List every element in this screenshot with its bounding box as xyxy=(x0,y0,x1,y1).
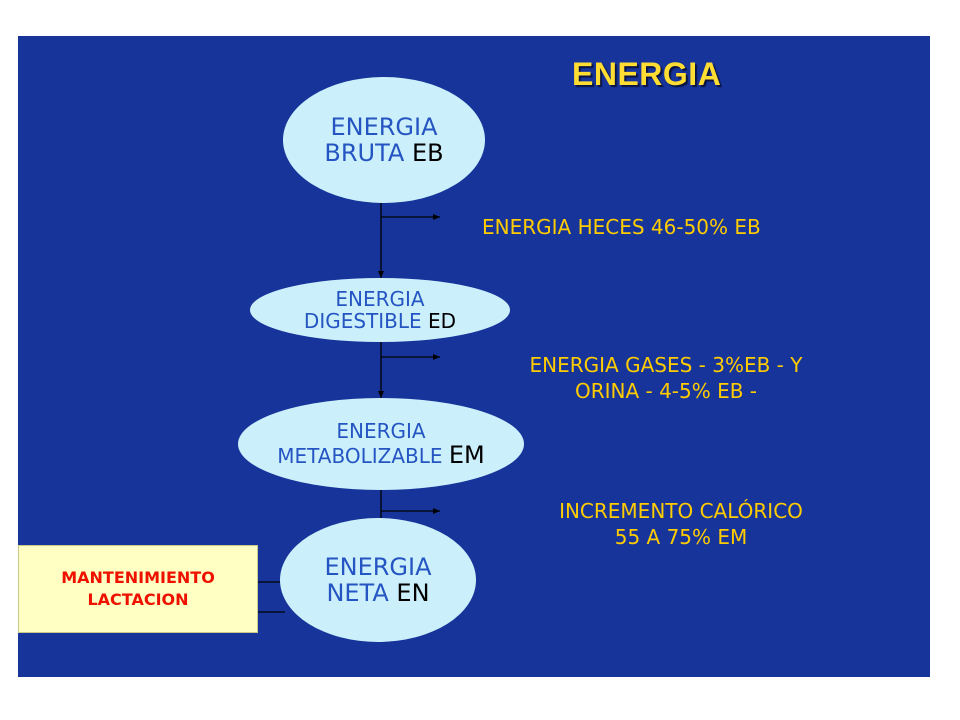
node-label: ENERGIA xyxy=(324,552,432,581)
node-energia-bruta: ENERGIA BRUTA EB xyxy=(283,77,485,203)
node-energia-metabolizable: ENERGIA METABOLIZABLE EM xyxy=(238,398,524,490)
loss-heces: ENERGIA HECES 46-50% EB xyxy=(482,214,761,240)
node-name: BRUTA xyxy=(324,139,405,167)
use-mantenimiento: MANTENIMIENTO xyxy=(61,568,215,588)
node-label: ENERGIA xyxy=(330,112,438,141)
uses-box: MANTENIMIENTO LACTACION xyxy=(18,545,258,633)
loss-text: INCREMENTO CALÓRICO xyxy=(559,499,803,523)
node-name: METABOLIZABLE xyxy=(277,443,443,468)
node-label: METABOLIZABLE EM xyxy=(277,442,485,468)
loss-text: ENERGIA GASES - 3%EB - Y xyxy=(529,353,803,377)
node-abbreviation: EM xyxy=(448,440,485,469)
loss-gases-orina: ENERGIA GASES - 3%EB - Y ORINA - 4-5% EB… xyxy=(488,352,844,404)
node-energia-neta: ENERGIA NETA EN xyxy=(280,518,476,642)
loss-text: 55 A 75% EM xyxy=(614,525,748,549)
node-energia-digestible: ENERGIA DIGESTIBLE ED xyxy=(250,278,510,342)
loss-incremento-calorico: INCREMENTO CALÓRICO 55 A 75% EM xyxy=(518,498,844,550)
node-name: DIGESTIBLE xyxy=(303,309,422,333)
node-abbreviation: EN xyxy=(396,579,430,607)
slide-title: ENERGIA xyxy=(572,56,722,92)
node-label: ENERGIA xyxy=(336,418,426,443)
loss-text: ORINA - 4-5% EB - xyxy=(574,379,758,403)
node-label: NETA EN xyxy=(326,580,429,606)
loss-text: ENERGIA HECES 46-50% EB xyxy=(482,215,761,239)
node-label: ENERGIA xyxy=(335,287,425,311)
use-lactacion: LACTACION xyxy=(87,590,189,609)
node-label: BRUTA EB xyxy=(324,140,443,166)
node-abbreviation: EB xyxy=(411,139,444,167)
node-label: DIGESTIBLE ED xyxy=(304,310,456,332)
node-name: NETA xyxy=(326,579,389,607)
node-abbreviation: ED xyxy=(428,309,457,333)
